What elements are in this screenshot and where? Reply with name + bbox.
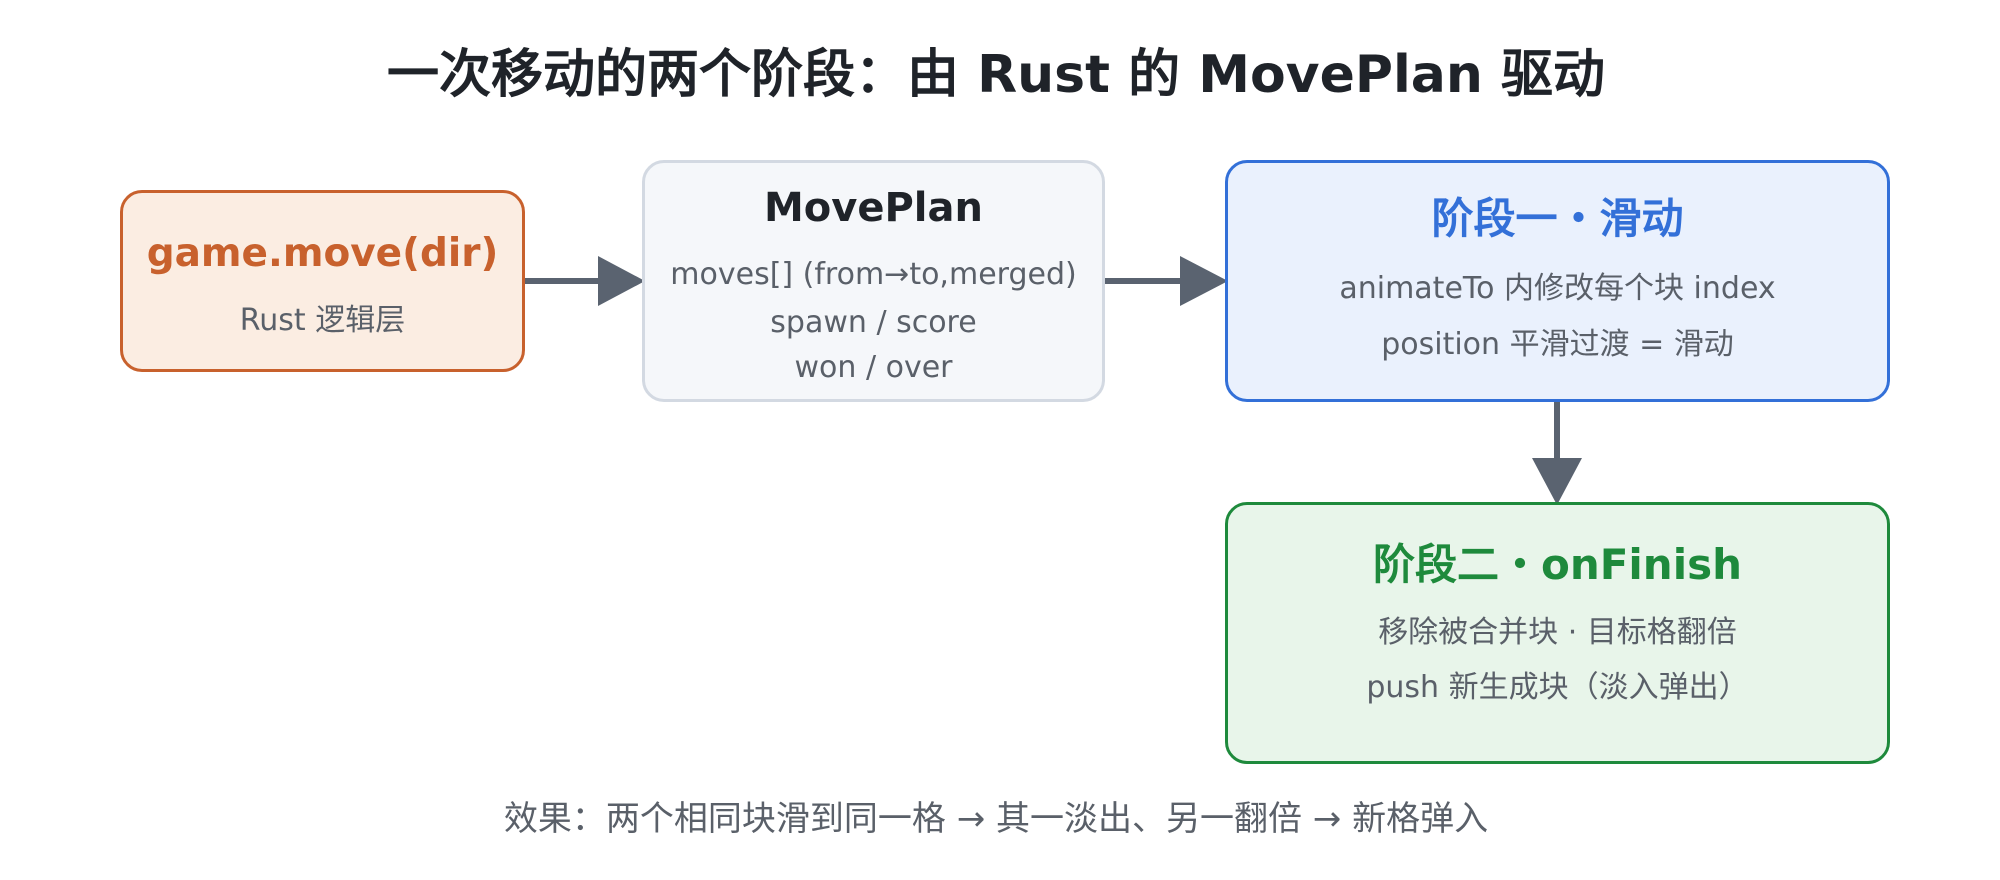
node-game-move-heading: game.move(dir) (146, 231, 499, 276)
node-phase-finish-line-remove: 移除被合并块 · 目标格翻倍 (1378, 615, 1737, 650)
diagram-title: 一次移动的两个阶段：由 Rust 的 MovePlan 驱动 (387, 45, 1605, 105)
node-game-move: game.move(dir) Rust 逻辑层 (120, 190, 525, 372)
node-phase-finish: 阶段二・onFinish 移除被合并块 · 目标格翻倍 push 新生成块（淡入… (1225, 502, 1890, 764)
node-phase-finish-heading: 阶段二・onFinish (1372, 540, 1743, 589)
node-phase-slide-heading: 阶段一・滑动 (1431, 194, 1684, 243)
arrow-plan-to-slide (1105, 256, 1228, 306)
node-move-plan-line-moves: moves[] (from→to,merged) (670, 257, 1077, 292)
node-move-plan: MovePlan moves[] (from→to,merged) spawn … (642, 160, 1105, 402)
node-phase-slide-line-animate: animateTo 内修改每个块 index (1339, 271, 1776, 306)
node-move-plan-heading: MovePlan (764, 185, 983, 231)
node-move-plan-line-spawn: spawn / score (770, 305, 977, 340)
node-phase-slide: 阶段一・滑动 animateTo 内修改每个块 index position 平… (1225, 160, 1890, 402)
node-phase-slide-line-position: position 平滑过渡 = 滑动 (1381, 327, 1734, 362)
node-game-move-line: Rust 逻辑层 (239, 303, 406, 338)
arrow-slide-to-finish (1532, 402, 1582, 505)
node-phase-finish-line-push: push 新生成块（淡入弹出） (1366, 670, 1749, 705)
node-move-plan-line-won: won / over (794, 350, 953, 385)
diagram-caption: 效果：两个相同块滑到同一格 → 其一淡出、另一翻倍 → 新格弹入 (503, 799, 1489, 839)
arrow-game-to-plan (525, 256, 645, 306)
